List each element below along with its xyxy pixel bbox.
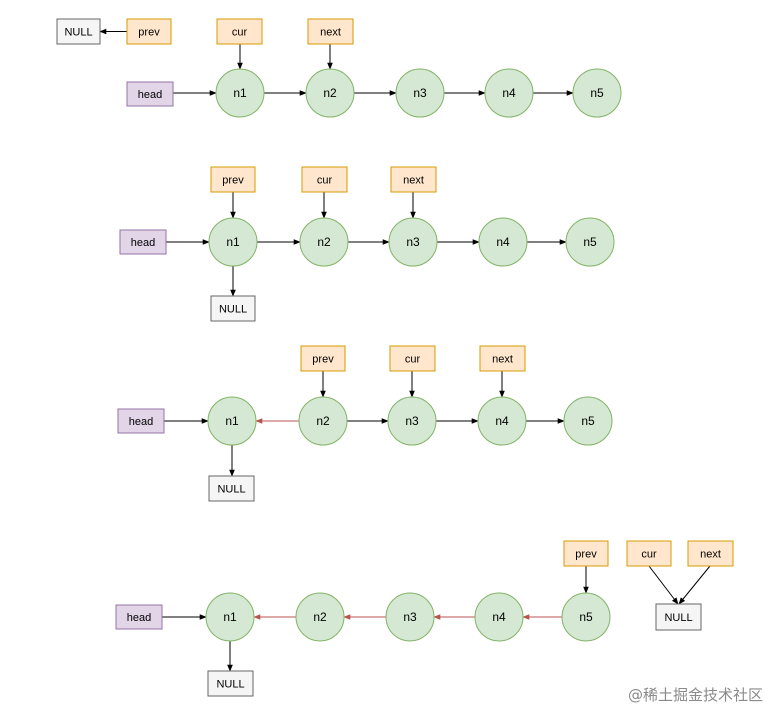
stage-1-prev-label: prev: [138, 27, 160, 39]
stage-4-node-circle: [295, 592, 345, 642]
stage-1-cur-box: [216, 18, 263, 45]
stage-2-next-label: next: [403, 175, 424, 187]
stage-4-node-circle: [561, 592, 611, 642]
stage-2-node-circle: [478, 217, 528, 267]
stage-3-prev-label: prev: [312, 354, 334, 366]
stage-4-null-box: [207, 670, 254, 697]
stage-3-node-circle: [207, 396, 257, 446]
stage-4-node-circle: [474, 592, 524, 642]
stage-3-node-circle: [298, 396, 348, 446]
stage-4-next-arrow: [678, 565, 711, 605]
stage-2-prev-label: prev: [222, 175, 244, 187]
stage-2-node-circle: [388, 217, 438, 267]
stage-1-head-label: head: [138, 89, 162, 101]
stage-2-node-label: n2: [317, 235, 331, 249]
stage-2-null-box: [210, 295, 256, 322]
stage-3-cur-label: cur: [405, 354, 421, 366]
stage-1-node-label: n5: [590, 86, 604, 100]
stage-1-null-box: [56, 18, 101, 45]
stage-4-prev-label: prev: [575, 549, 597, 561]
stage-1-head-box: [126, 81, 174, 107]
stage-1-node-label: n3: [413, 86, 427, 100]
stage-1-null-label: NULL: [64, 27, 92, 39]
stage-3-node-label: n1: [225, 414, 239, 428]
stage-1-node-label: n4: [502, 86, 516, 100]
stage-1-next-label: next: [320, 27, 341, 39]
watermark: @稀土掘金技术社区: [627, 686, 763, 704]
stage-1-next-box: [307, 18, 354, 45]
stage-4-null-box: [655, 603, 702, 631]
stage-1-node-circle: [572, 68, 622, 118]
stage-2-node-label: n1: [226, 235, 240, 249]
stage-4-node-label: n2: [313, 610, 327, 624]
stage-2-next-box: [390, 166, 437, 193]
stage-2-node-label: n4: [496, 235, 510, 249]
stage-4-cur-label: cur: [641, 549, 657, 561]
stage-3-node-circle: [387, 396, 437, 446]
stage-2-prev-box: [210, 166, 256, 193]
stage-4-node-label: n5: [579, 610, 593, 624]
stage-2-node-circle: [299, 217, 349, 267]
stage-4-node-label: n3: [403, 610, 417, 624]
stage-4-next-box: [687, 540, 734, 567]
stage-1-node-circle: [484, 68, 534, 118]
stage-1-node-circle: [395, 68, 445, 118]
stage-4-head-box: [115, 604, 163, 630]
stage-3-null-box: [208, 475, 255, 502]
stage-2-head-label: head: [131, 237, 155, 249]
stage-4-node-circle: [205, 592, 255, 642]
stage-3-head-label: head: [129, 416, 153, 428]
stage-4-node-label: n4: [492, 610, 506, 624]
stage-2-cur-label: cur: [317, 175, 333, 187]
stage-1-node-label: n2: [323, 86, 337, 100]
stage-1-cur-label: cur: [232, 27, 248, 39]
stage-1-node-circle: [305, 68, 355, 118]
stage-4-null-label: NULL: [664, 612, 692, 624]
stage-3-node-label: n2: [316, 414, 330, 428]
stage-4-node-label: n1: [223, 610, 237, 624]
stage-2-node-label: n5: [583, 235, 597, 249]
stage-1-node-circle: [215, 68, 265, 118]
stage-1-node-label: n1: [233, 86, 247, 100]
stage-3-node-label: n3: [405, 414, 419, 428]
stage-2-node-circle: [208, 217, 258, 267]
stage-4-cur-box: [626, 540, 672, 567]
stage-3-head-box: [117, 408, 165, 434]
stage-3-node-label: n5: [581, 414, 595, 428]
stage-4-node-circle: [385, 592, 435, 642]
stage-4-head-label: head: [127, 612, 151, 624]
stage-2-null-label: NULL: [219, 304, 247, 316]
stage-4-next-label: next: [700, 549, 721, 561]
stage-2-node-label: n3: [406, 235, 420, 249]
stage-2-cur-box: [301, 166, 348, 193]
stage-3-node-circle: [477, 396, 527, 446]
stage-3-node-circle: [563, 396, 613, 446]
stage-3-null-label: NULL: [217, 484, 245, 496]
stage-3-cur-box: [389, 345, 436, 372]
stage-3-prev-box: [300, 345, 346, 372]
stage-4-prev-box: [563, 540, 609, 567]
stage-1-prev-box: [126, 18, 172, 45]
stage-4-null-label: NULL: [216, 679, 244, 691]
stage-4-cur-arrow: [648, 565, 679, 605]
stage-3-next-label: next: [492, 354, 513, 366]
stage-3-next-box: [479, 345, 526, 372]
stage-2-node-circle: [565, 217, 615, 267]
stage-3-node-label: n4: [495, 414, 509, 428]
stage-2-head-box: [119, 229, 167, 255]
